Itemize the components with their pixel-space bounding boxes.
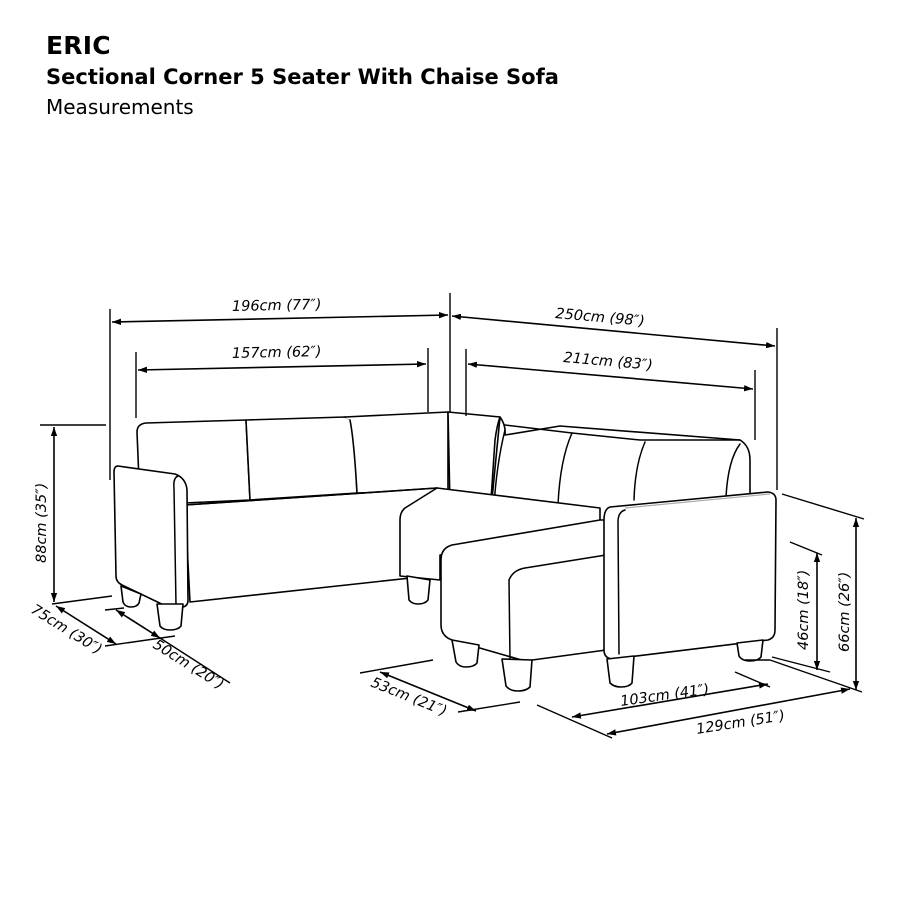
dim-seat-height: 46cm (18″) <box>796 570 812 650</box>
dim-seat-depth: 50cm (20″) <box>150 637 227 693</box>
header: ERIC Sectional Corner 5 Seater With Chai… <box>46 30 559 122</box>
dim-overall-height: 88cm (35″) <box>34 483 50 563</box>
dim-chaise-overall-length: 129cm (51″) <box>695 708 786 738</box>
dim-arm-height: 66cm (26″) <box>837 572 853 652</box>
dim-chaise-width: 53cm (21″) <box>369 675 449 720</box>
dim-overall-width-left: 196cm (77″) <box>232 297 322 315</box>
sofa-illustration <box>113 411 777 692</box>
dim-overall-width-right: 250cm (98″) <box>555 306 646 330</box>
dim-seat-width-right: 211cm (83″) <box>563 350 654 374</box>
dim-seat-width-left: 157cm (62″) <box>232 344 322 362</box>
product-title: Sectional Corner 5 Seater With Chaise So… <box>46 65 559 89</box>
page-subtitle: Measurements <box>46 95 194 119</box>
dimension-lines <box>40 293 865 739</box>
brand-name: ERIC <box>46 31 111 60</box>
dim-chaise-seat-length: 103cm (41″) <box>619 682 710 710</box>
